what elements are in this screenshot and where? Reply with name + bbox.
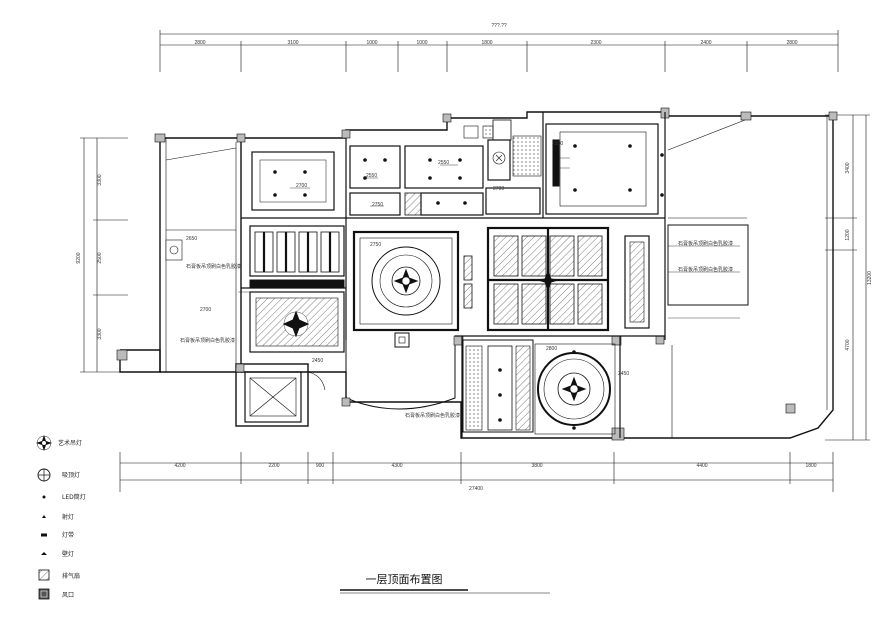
legend-label-2: 吸顶灯 <box>62 471 80 479</box>
legend-label-7: 排气扇 <box>62 572 80 580</box>
bottom-segment-labels: 4200 2200 900 4300 3800 4400 1800 <box>174 463 816 469</box>
top-dim-7: 2400 <box>700 40 711 46</box>
note-5: 石膏板吊顶刷白色乳胶漆 <box>405 412 460 419</box>
legend-label-4: 射灯 <box>62 513 74 521</box>
ceiling-height-8: 2700 <box>200 307 211 313</box>
bottom-dim-2: 2200 <box>268 463 279 469</box>
bottom-dimension-chain <box>119 452 834 492</box>
note-2: 石膏板吊顶刷白色乳胶漆 <box>678 266 733 273</box>
legend-label-3: LED筒灯 <box>62 493 86 501</box>
left-dim-3: 3300 <box>97 328 103 339</box>
dining-ceiling <box>238 291 345 353</box>
ceiling-height-1: 2700 <box>296 183 307 189</box>
note-1: 石膏板吊顶刷白色乳胶漆 <box>678 240 733 247</box>
led-downlight-icon <box>42 495 46 499</box>
top-dim-2: 3100 <box>287 40 298 46</box>
bottom-dim-3: 900 <box>316 463 325 469</box>
exhaust-fan-icon <box>38 569 50 581</box>
top-segment-labels: 2800 3100 1000 1000 1800 2300 2400 2800 <box>194 40 797 46</box>
bottom-dim-6: 4400 <box>696 463 707 469</box>
top-overall-dim: ???.?? <box>491 23 507 29</box>
crystal-chandelier-icon <box>36 435 52 451</box>
legend-label-1: 艺术吊灯 <box>58 439 82 447</box>
ceiling-height-10: 2800 <box>546 346 557 352</box>
ceiling-height-5: 2700 <box>493 186 504 192</box>
strip-light-icon <box>41 533 47 537</box>
left-dimension-chain <box>80 137 128 373</box>
left-balcony <box>165 142 237 368</box>
ac-vent-icon <box>38 588 50 600</box>
ceiling-height-9: 2750 <box>370 242 381 248</box>
ceiling-lamp-icon <box>37 468 51 482</box>
bottom-dim-1: 4200 <box>174 463 185 469</box>
top-dim-3: 1000 <box>366 40 377 46</box>
top-dim-8: 2800 <box>786 40 797 46</box>
small-rooms-top <box>349 119 542 216</box>
note-3: 石膏板吊顶刷白色乳胶漆 <box>186 263 241 270</box>
left-overall-dim: 9200 <box>76 252 82 263</box>
legend-label-8: 风口 <box>62 592 74 599</box>
elev-b: 2450 <box>618 371 629 377</box>
left-dim-1: 3300 <box>97 174 103 185</box>
spotlight-icon <box>42 515 46 518</box>
ceiling-height-2: 2550 <box>438 160 449 166</box>
interior-partitions <box>241 112 666 438</box>
legend-label-6: 壁灯 <box>62 550 74 558</box>
right-dim-3: 4700 <box>845 339 851 350</box>
ceiling-height-6: 2800 <box>552 141 563 147</box>
left-cabinet-ceiling <box>249 225 345 289</box>
top-dim-4: 1000 <box>416 40 427 46</box>
top-dimension-chain <box>159 30 839 72</box>
bedroom-ceiling-b <box>545 123 664 215</box>
top-dim-1: 2800 <box>194 40 205 46</box>
top-dim-6: 2300 <box>590 40 601 46</box>
wall-lamp-icon <box>41 552 47 555</box>
right-overall-dim: 13200 <box>867 271 873 285</box>
elev-a: 2450 <box>312 358 323 364</box>
living-room-ceiling <box>352 230 473 348</box>
bottom-dim-7: 1800 <box>805 463 816 469</box>
round-room-ceiling <box>534 343 616 435</box>
ceiling-height-4: 2750 <box>372 202 383 208</box>
columns <box>116 107 838 441</box>
top-dim-5: 1800 <box>481 40 492 46</box>
right-dim-2: 1200 <box>845 229 851 240</box>
legend: 艺术吊灯 吸顶灯 LED筒灯 射灯 灯带 壁灯 排气扇 <box>36 435 86 600</box>
left-dim-2: 2500 <box>97 252 103 263</box>
elevator-shaft <box>244 371 326 423</box>
ceiling-height-3: 2550 <box>366 173 377 179</box>
bottom-dim-5: 3800 <box>531 463 542 469</box>
bottom-dim-4: 4300 <box>391 463 402 469</box>
legend-label-5: 灯带 <box>62 531 74 539</box>
note-4: 石膏板吊顶刷白色乳胶漆 <box>180 337 235 344</box>
right-balcony <box>667 119 749 438</box>
right-dim-1: 3400 <box>845 162 851 173</box>
hall-ceiling <box>462 339 534 433</box>
ceiling-height-7: 2650 <box>186 236 197 242</box>
central-grid-ceiling <box>486 226 650 332</box>
bottom-overall-dim: 27400 <box>469 486 483 492</box>
drawing-title: 一层顶面布置图 <box>366 573 443 586</box>
bedroom-ceiling-a <box>251 151 335 211</box>
